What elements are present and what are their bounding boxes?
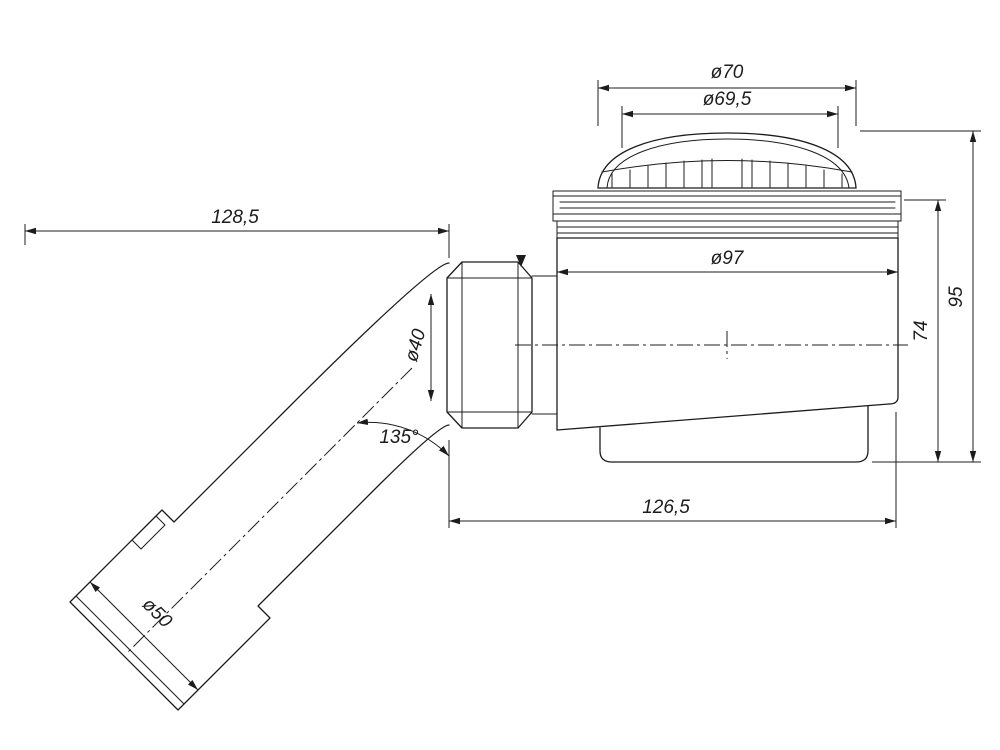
flange-stack: [552, 190, 902, 239]
dim-label-body-diameter: ø97: [711, 248, 745, 269]
dim-label-cap-inner-diameter: ø69,5: [703, 89, 752, 110]
dim-label-cap-outer-diameter: ø70: [711, 62, 744, 83]
trap-cup: [599, 405, 869, 463]
dim-horizontal-length-left: 128,5: [24, 207, 450, 258]
dim-label-inlet-diameter: ø40: [401, 326, 430, 364]
dim-total-height: 95: [860, 130, 981, 463]
dim-label-outlet-diameter: ø50: [138, 594, 176, 632]
dim-cap-inner-diameter: ø69,5: [621, 89, 839, 148]
outlet-pipe: [69, 262, 450, 711]
dim-label-length-bottom: 126,5: [642, 497, 690, 518]
dim-horizontal-length-bottom: 126,5: [448, 412, 897, 528]
dim-inlet-diameter: ø40: [401, 294, 435, 401]
socket-clip-detail: [131, 515, 166, 550]
dim-body-height: 74: [904, 199, 946, 462]
cap-vent-slots: [611, 158, 843, 188]
dim-label-length-left: 128,5: [211, 207, 259, 228]
seam-marker: [516, 255, 526, 267]
dim-label-body-height: 74: [911, 320, 932, 341]
dim-label-total-height: 95: [946, 286, 967, 308]
dim-cap-outer-diameter: ø70: [597, 62, 857, 126]
dim-body-diameter: ø97: [557, 248, 898, 276]
inlet-tailpiece: [531, 275, 558, 415]
dim-outlet-angle: 135°: [356, 418, 450, 457]
dim-label-outlet-angle: 135°: [379, 427, 419, 448]
strainer-cap: [597, 132, 857, 189]
union-nut: [446, 255, 533, 429]
